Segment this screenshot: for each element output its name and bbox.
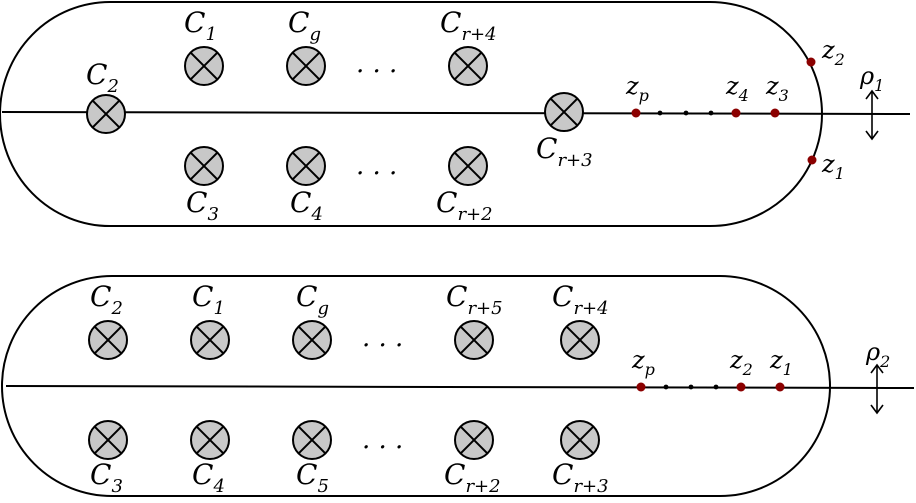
point-z2-bottom [736, 382, 746, 392]
label-c2-top: C2 [86, 58, 119, 97]
label-cr5-bottom: Cr+5 [446, 280, 503, 319]
point-z4-top [731, 108, 741, 118]
label-cr2-bottom: Cr+2 [444, 458, 501, 497]
label-cg-top: Cg [288, 6, 321, 45]
crosscap-cr4 [448, 46, 488, 86]
point-zp-bottom [636, 382, 646, 392]
label-c4-bottom: C4 [192, 458, 225, 497]
ellipsis-top-upper: . . . [356, 49, 397, 79]
real-axis-bottom [5, 385, 915, 389]
ellipsis-top-lower: . . . [356, 151, 397, 181]
label-rho2: ρ2 [865, 338, 890, 371]
label-cr2-top: Cr+2 [436, 186, 493, 225]
label-c1-top: C1 [184, 6, 217, 45]
label-z2-bottom: z2 [729, 346, 753, 379]
dot-bottom-2 [688, 384, 694, 390]
label-c4-top: C4 [290, 186, 323, 225]
label-cr3-top: Cr+3 [536, 132, 593, 171]
label-zp-top: zp [625, 72, 649, 105]
label-z2-top: z2 [821, 36, 845, 69]
label-c1-bottom: C1 [192, 280, 225, 319]
crosscap-cr5-bottom [454, 320, 494, 360]
label-z3-top: z3 [765, 72, 789, 105]
crosscap-c4-bottom [190, 420, 230, 460]
point-z3-top [770, 108, 780, 118]
label-rho1: ρ1 [859, 62, 884, 95]
ellipsis-bottom-upper: . . . [362, 323, 403, 353]
label-cr3-bottom: Cr+3 [552, 458, 609, 497]
surface-outline-top [0, 0, 823, 227]
panel-top: . . . . . . C2 C1 Cg Cr+4 C3 C4 Cr+2 Cr+… [0, 0, 911, 227]
dot-bottom-1 [663, 384, 669, 390]
crosscap-c2 [86, 94, 126, 134]
crosscap-cr4-bottom [560, 320, 600, 360]
dot-top-2 [683, 110, 689, 116]
crosscap-cg [286, 46, 326, 86]
crosscap-c4 [286, 146, 326, 186]
label-c3-top: C3 [186, 186, 219, 225]
dot-top-3 [708, 110, 714, 116]
point-z1-bottom [775, 382, 785, 392]
ellipsis-bottom-lower: . . . [362, 425, 403, 455]
panel-bottom: . . . . . . C2 C1 Cg Cr+5 Cr+4 C3 C4 C5 … [1, 275, 915, 497]
crosscap-c3 [184, 146, 224, 186]
label-z1-bottom: z1 [769, 346, 793, 379]
label-cr4-top: Cr+4 [440, 6, 497, 45]
crosscap-c5-bottom [292, 420, 332, 460]
surface-outline-bottom [1, 275, 831, 497]
crosscap-c1-bottom [190, 320, 230, 360]
point-zp-top [631, 108, 641, 118]
label-zp-bottom: zp [631, 346, 655, 379]
crosscap-cr3-bottom [560, 420, 600, 460]
point-z1-top [807, 155, 817, 165]
label-c3-bottom: C3 [90, 458, 123, 497]
crosscap-c2-bottom [88, 320, 128, 360]
label-cr4-bottom: Cr+4 [552, 280, 609, 319]
real-axis-top [1, 111, 911, 115]
crosscap-c3-bottom [88, 420, 128, 460]
rho1-arrow [865, 89, 879, 141]
label-z1-top: z1 [821, 150, 845, 183]
label-c2-bottom: C2 [90, 280, 123, 319]
label-z4-top: z4 [725, 72, 749, 105]
crosscap-cr3 [544, 92, 584, 132]
rho2-arrow [870, 363, 884, 415]
label-c5-bottom: C5 [296, 458, 329, 497]
crosscap-c1 [184, 46, 224, 86]
crosscap-cg-bottom [292, 320, 332, 360]
label-cg-bottom: Cg [296, 280, 329, 319]
point-z2-top [806, 57, 816, 67]
dot-bottom-3 [713, 384, 719, 390]
crosscap-cr2 [448, 146, 488, 186]
dot-top-1 [657, 110, 663, 116]
crosscap-cr2-bottom [454, 420, 494, 460]
